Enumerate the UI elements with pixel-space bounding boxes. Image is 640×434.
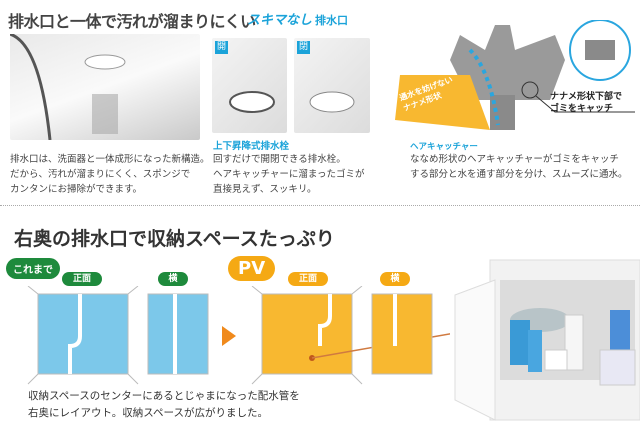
plug-icon: [229, 91, 275, 113]
sukima-nashi-logo: スキマなし排水口: [247, 9, 348, 28]
desc-line: だから、汚れが溜まりにくく、スポンジで: [10, 169, 191, 180]
logo-suffix: 排水口: [315, 14, 349, 27]
arrow-icon: [222, 326, 236, 346]
callout-line: ナナメ形状下部で: [550, 92, 623, 102]
desc-line: ななめ形状のヘアキャッチャーがゴミをキャッチ: [410, 154, 619, 165]
hair-catcher-illustration: [395, 20, 635, 130]
section2-title: 右奥の排水口で収納スペースたっぷり: [14, 228, 335, 250]
before-badge: これまで: [6, 258, 60, 279]
storage-diagrams: [27, 286, 450, 385]
section-title: 排水口と一体で汚れが溜まりにくい: [8, 12, 256, 31]
catcher-description: ななめ形状のヘアキャッチャーがゴミをキャッチ する部分と水を通す部分を分け、スム…: [410, 152, 628, 182]
pv-side-diagram: [371, 293, 433, 375]
desc-line: カンタンにお掃除ができます。: [10, 184, 143, 195]
caption-line: 右奥にレイアウト。収納スペースが広がりました。: [28, 407, 269, 419]
caption-line: 収納スペースのセンターにあるとじゃまになった配水管を: [28, 390, 300, 402]
basin-drain-photo: [9, 32, 200, 141]
open-plug-photo: 開: [212, 38, 287, 133]
pv-front-label: 正面: [288, 272, 328, 286]
catch-callout: ナナメ形状下部で ゴミをキャッチ: [550, 91, 622, 115]
desc-line: 回すだけで開閉できる排水栓。: [213, 154, 346, 165]
before-side-diagram: [147, 293, 209, 375]
desc-line: ヘアキャッチャーに溜まったゴミが: [213, 169, 365, 180]
plug-title: 上下昇降式排水栓: [213, 141, 290, 152]
pv-front-diagram: [251, 286, 450, 385]
left-description: 排水口は、洗面器と一体成形になった新構造。 だから、汚れが溜まりにくく、スポンジ…: [10, 152, 210, 197]
before-front-diagram: [27, 286, 139, 385]
before-front-label: 正面: [62, 272, 102, 286]
closed-plug-photo: 閉: [294, 38, 370, 133]
catcher-title: ヘアキャッチャー: [410, 142, 478, 152]
section-divider: [0, 205, 640, 206]
callout-line: ゴミをキャッチ: [550, 104, 614, 114]
before-side-label: 横: [158, 272, 188, 286]
vanity-cabinet-photo: [454, 259, 640, 421]
desc-line: する部分と水を通す部分を分け、スムーズに通水。: [410, 169, 628, 180]
open-label: 開: [215, 41, 228, 54]
pv-badge: PV: [228, 256, 276, 281]
desc-line: 直接見えず、スッキリ。: [213, 184, 317, 195]
desc-line: 排水口は、洗面器と一体成形になった新構造。: [10, 154, 210, 165]
plug-icon: [309, 91, 355, 113]
closed-label: 閉: [297, 41, 310, 54]
storage-caption: 収納スペースのセンターにあるとじゃまになった配水管を 右奥にレイアウト。収納スペ…: [28, 388, 300, 422]
logo-text: スキマなし: [247, 13, 313, 28]
drain-illustration: [9, 32, 126, 141]
plug-description: 回すだけで開閉できる排水栓。 ヘアキャッチャーに溜まったゴミが 直接見えず、スッ…: [213, 152, 365, 197]
pv-side-label: 横: [380, 272, 410, 286]
